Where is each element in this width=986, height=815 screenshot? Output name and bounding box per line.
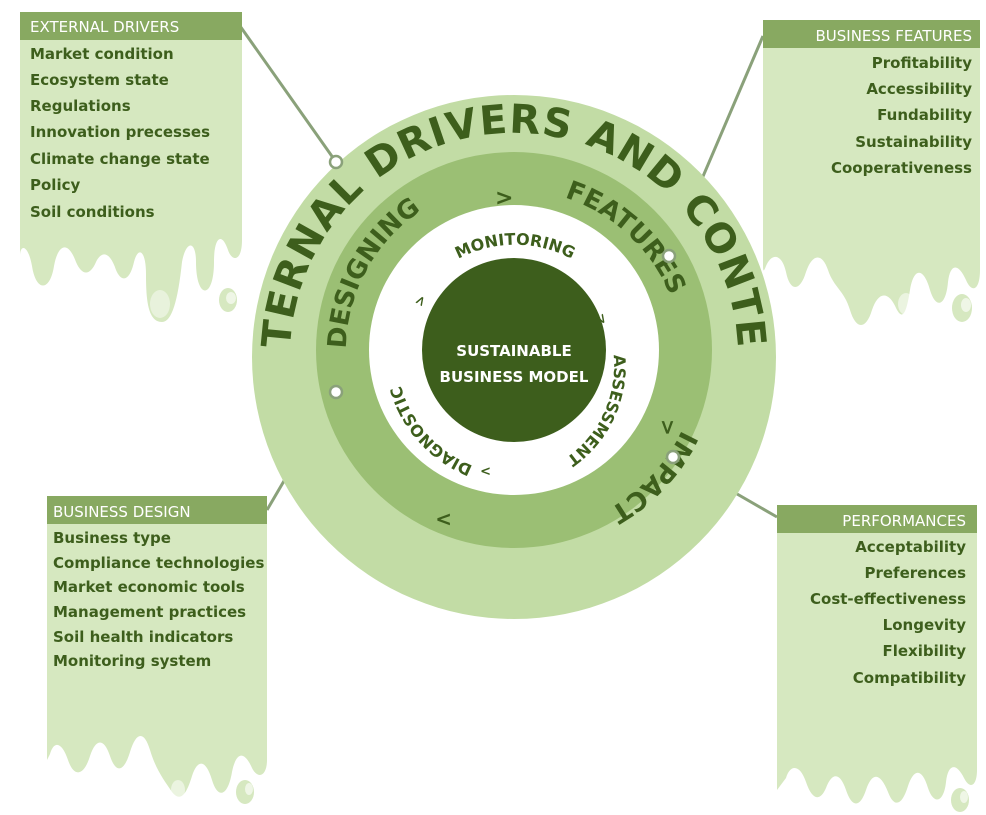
panel-body [20, 40, 242, 322]
dot-business-features [661, 248, 677, 264]
list-item: Climate change state [30, 150, 210, 168]
center-title-line2: BUSINESS MODEL [440, 368, 589, 386]
panel-title: BUSINESS DESIGN [53, 503, 191, 521]
dot-external-drivers [328, 154, 344, 170]
list-item: Profitability [872, 54, 972, 72]
list-item: Market condition [30, 45, 174, 63]
panel-title: BUSINESS FEATURES [816, 27, 973, 45]
list-item: Sustainability [855, 133, 972, 151]
panel-performances: PERFORMANCES Acceptability Preferences C… [777, 505, 977, 812]
list-item: Innovation precesses [30, 123, 210, 141]
center-circle [422, 258, 606, 442]
arrow-bottom: > [435, 508, 452, 532]
panel-external-drivers: EXTERNAL DRIVERS Market condition Ecosys… [20, 12, 242, 322]
list-item: Flexibility [883, 642, 967, 660]
panel-title: EXTERNAL DRIVERS [30, 18, 179, 36]
list-item: Fundability [877, 106, 972, 124]
panel-body [777, 532, 977, 804]
list-item: Regulations [30, 97, 131, 115]
arrow-right: > [656, 419, 680, 436]
arrow-inner-bottom: > [480, 463, 491, 478]
list-item: Management practices [53, 603, 246, 621]
list-item: Cost-effectiveness [810, 590, 966, 608]
panel-body [47, 524, 267, 797]
connector-external-drivers [238, 25, 338, 163]
dot-performances [665, 449, 681, 465]
panel-body [763, 48, 980, 325]
list-item: Accessibility [866, 80, 972, 98]
list-item: Preferences [864, 564, 966, 582]
list-item: Policy [30, 176, 80, 194]
panel-header [763, 20, 980, 48]
panel-business-features: BUSINESS FEATURES Profitability Accessib… [763, 20, 980, 325]
list-item: Soil health indicators [53, 628, 233, 646]
list-item: Cooperativeness [831, 159, 972, 177]
list-item: Acceptability [855, 538, 966, 556]
panel-title: PERFORMANCES [842, 512, 966, 530]
panel-header [777, 505, 977, 533]
arrow-top: > [495, 186, 513, 211]
center-title-line1: SUSTAINABLE [456, 342, 571, 360]
list-item: Market economic tools [53, 578, 245, 596]
list-item: Compliance technologies [53, 554, 264, 572]
list-item: Longevity [883, 616, 967, 634]
panel-header [47, 496, 267, 524]
list-item: Compatibility [853, 669, 966, 687]
list-item: Soil conditions [30, 203, 155, 221]
list-item: Business type [53, 529, 171, 547]
panel-business-design: BUSINESS DESIGN Business type Compliance… [47, 496, 267, 804]
list-item: Monitoring system [53, 652, 211, 670]
panel-header [20, 12, 242, 40]
dot-business-design [328, 384, 344, 400]
list-item: Ecosystem state [30, 71, 169, 89]
